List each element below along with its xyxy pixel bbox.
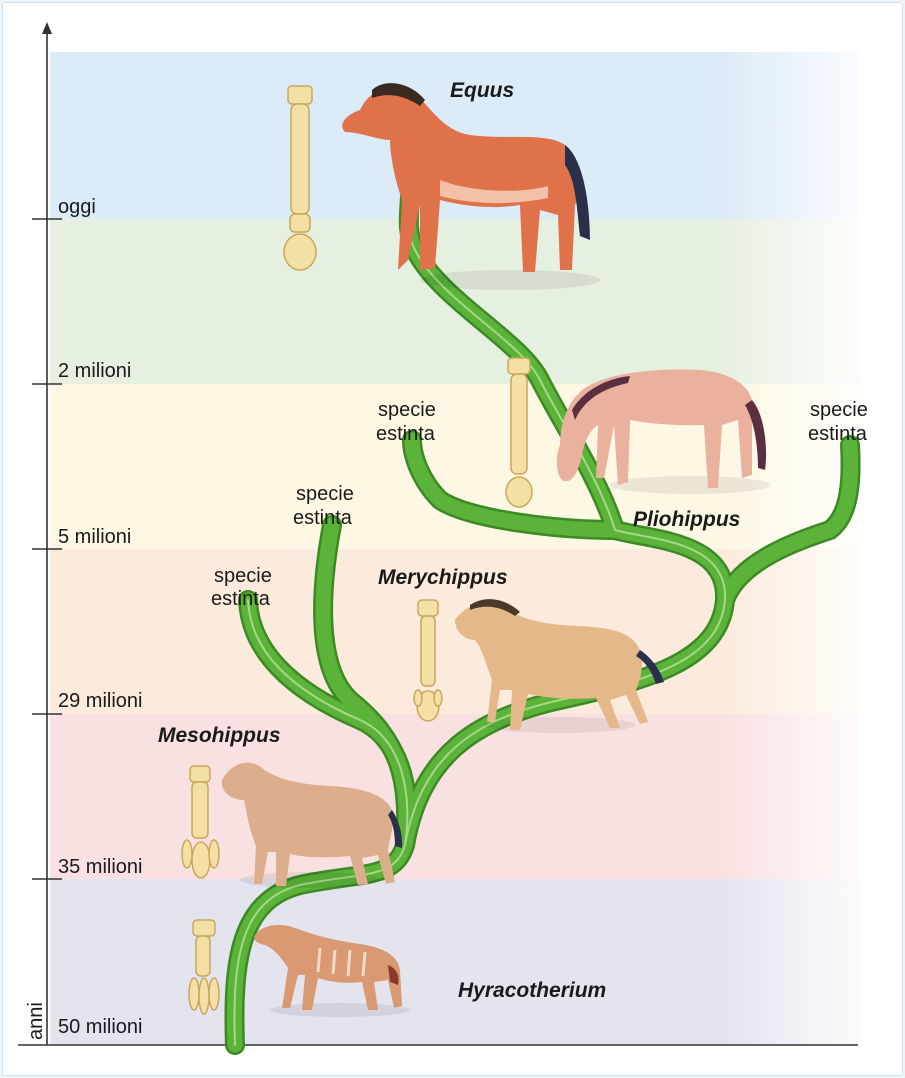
genus-label-hyracotherium: Hyracotherium [458,979,606,1002]
genus-label-pliohippus: Pliohippus [633,508,740,531]
extinct-label-2-line1: specie [296,483,354,505]
axis-unit-label: anni [25,1002,47,1040]
genus-label-merychippus: Merychippus [378,566,508,589]
tick-label-35-milioni: 35 milioni [58,856,142,878]
extinct-label-1-line1: specie [214,565,272,587]
tick-label-5-milioni: 5 milioni [58,526,131,548]
tick-label-2-milioni: 2 milioni [58,360,131,382]
extinct-label-2-line2: estinta [293,507,353,529]
genus-label-equus: Equus [450,79,514,102]
tick-label-oggi: oggi [58,196,96,218]
extinct-label-3-line2: estinta [376,423,436,445]
extinct-label-1-line2: estinta [211,588,271,610]
extinct-label-4-line1: specie [810,399,868,421]
extinct-label-3-line1: specie [378,399,436,421]
genus-label-mesohippus: Mesohippus [158,724,281,747]
tick-label-50-milioni: 50 milioni [58,1016,142,1038]
extinct-label-1: specie estinta [211,565,272,610]
extinct-label-4-line2: estinta [808,423,868,445]
tick-label-29-milioni: 29 milioni [58,690,142,712]
